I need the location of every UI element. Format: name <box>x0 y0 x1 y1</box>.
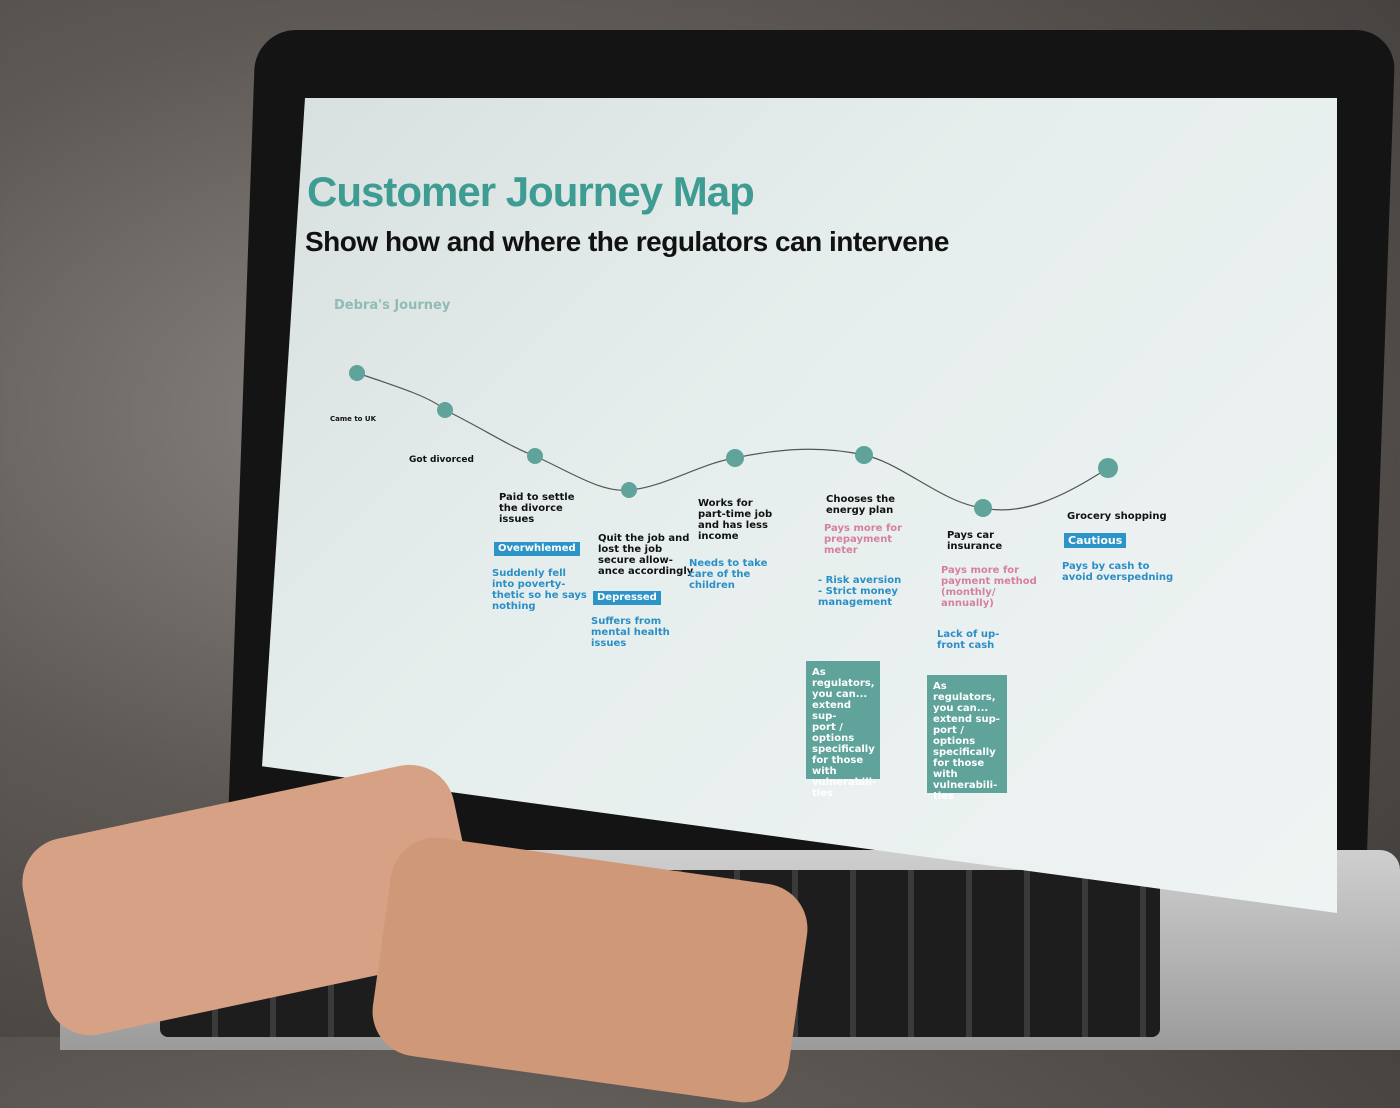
stage-7-pain-point: Pays more for payment method (monthly/ a… <box>941 565 1037 609</box>
journey-node-8 <box>1098 458 1118 478</box>
stage-8-emotion-badge: Cautious <box>1064 533 1127 549</box>
stage-7-regulator-box: As regulators, you can... extend sup- po… <box>927 675 1007 802</box>
journey-curve <box>356 372 1109 511</box>
stage-8-note: Pays by cash to avoid overspedning <box>1062 561 1174 583</box>
journey-node-1 <box>349 365 365 381</box>
page-title: Customer Journey Map <box>307 168 755 215</box>
journey-name: Debra's Journey <box>334 298 451 313</box>
stage-7-label: Pays car insurance <box>947 530 1003 552</box>
stage-6-label: Chooses the energy plan <box>826 494 896 516</box>
journey-node-6 <box>855 446 873 464</box>
stage-3-emotion-badge: Overwhlemed <box>494 542 580 556</box>
stage-4-label: Quit the job and lost the job secure all… <box>598 533 694 577</box>
stage-7-note: Lack of up- front cash <box>937 629 1000 651</box>
stage-6-note: - Risk aversion - Strict money managemen… <box>818 575 902 608</box>
page-subtitle: Show how and where the regulators can in… <box>305 226 949 257</box>
stage-6-pain-point: Pays more for prepayment meter <box>824 523 903 556</box>
stage-4-emotion-badge: Depressed <box>593 591 661 605</box>
journey-node-7 <box>974 499 992 517</box>
stage-5-label: Works for part-time job and has less inc… <box>698 498 773 542</box>
journey-node-4 <box>621 482 637 498</box>
journey-node-3 <box>527 448 543 464</box>
stage-1-label: Came to UK <box>330 415 377 423</box>
stage-8-label: Grocery shopping <box>1067 511 1167 522</box>
stage-6-regulator-box: As regulators, you can... extend sup- po… <box>806 661 880 799</box>
stage-3-note: Suddenly fell into poverty- thetic so he… <box>492 568 587 612</box>
journey-node-2 <box>437 402 453 418</box>
journey-node-5 <box>726 449 744 467</box>
stage-5-note: Needs to take care of the children <box>689 558 768 591</box>
stage-3-label: Paid to settle the divorce issues <box>499 492 575 525</box>
journey-diagram <box>349 365 1118 517</box>
stage-4-note: Suffers from mental health issues <box>591 616 670 649</box>
stage-2-label: Got divorced <box>409 455 474 465</box>
